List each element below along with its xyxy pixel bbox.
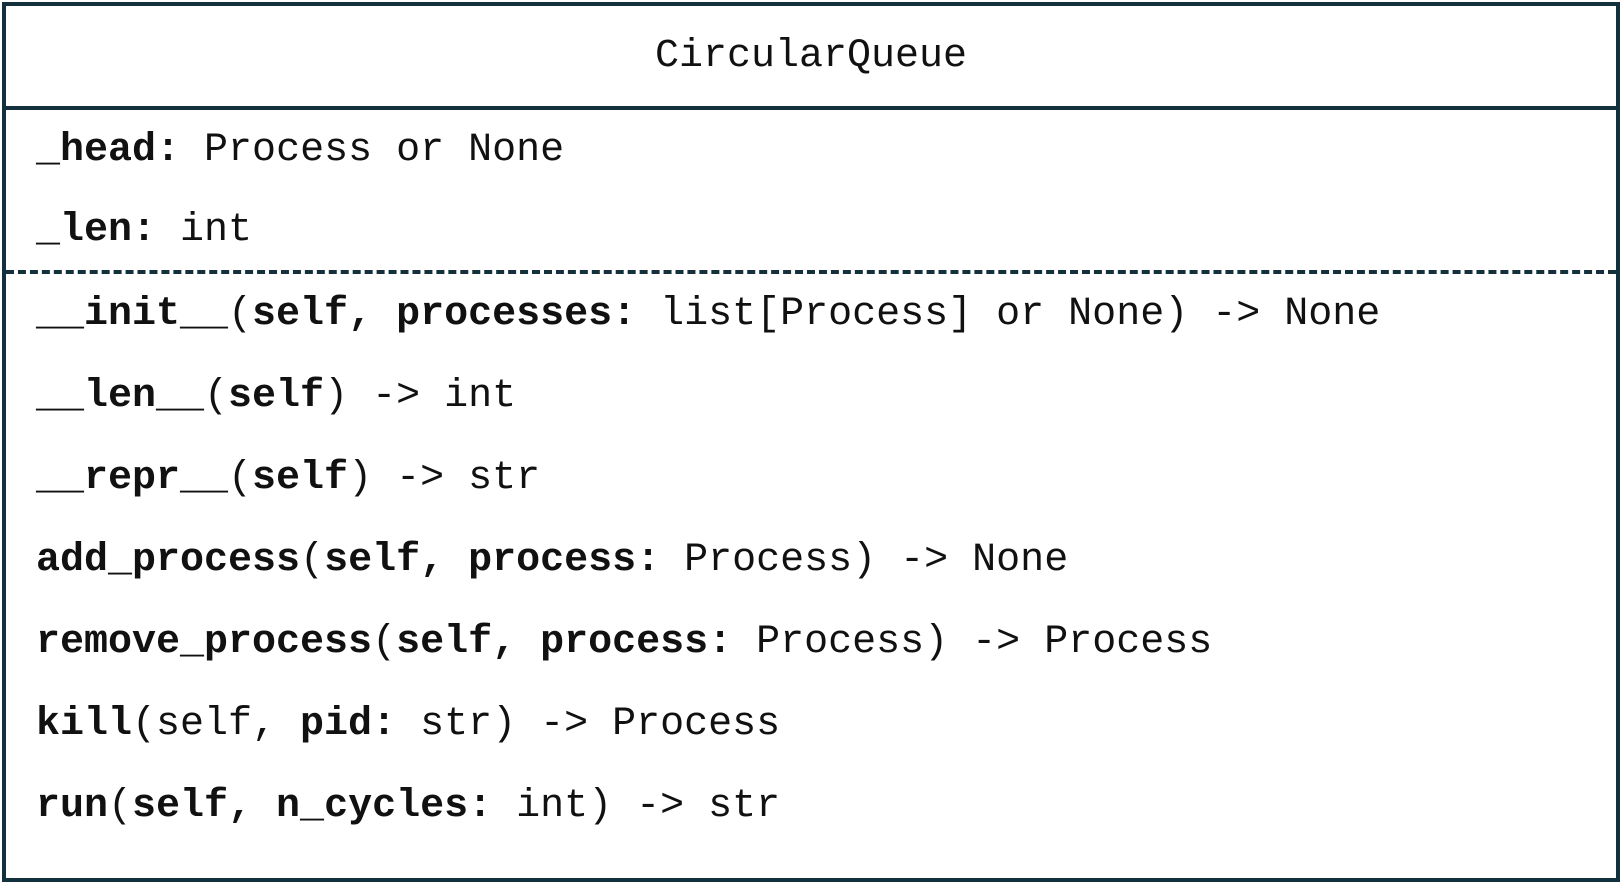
method-part: ( (204, 374, 229, 419)
method-param: self, process: (396, 620, 733, 665)
method-part: (self, (132, 702, 301, 747)
method-signature: int) -> str (492, 784, 781, 829)
method-repr: __repr__(self) -> str (6, 454, 1616, 536)
method-name: kill (36, 702, 133, 747)
method-signature: ) -> str (348, 456, 541, 501)
method-param: self (228, 374, 325, 419)
method-kill: kill(self, pid: str) -> Process (6, 700, 1616, 782)
attributes-section: _head: Process or None _len: int (6, 110, 1616, 274)
methods-section: __init__(self, processes: list[Process] … (6, 274, 1616, 864)
attribute-name: _len (36, 208, 133, 253)
method-param: self, process: (324, 538, 661, 583)
method-len: __len__(self) -> int (6, 372, 1616, 454)
method-signature: list[Process] or None) -> None (636, 292, 1381, 337)
method-init: __init__(self, processes: list[Process] … (6, 290, 1616, 372)
method-part: ( (372, 620, 397, 665)
method-part: ( (108, 784, 133, 829)
method-name: add_process (36, 538, 301, 583)
method-name: remove_process (36, 620, 373, 665)
method-part: ( (228, 456, 253, 501)
attribute-type: int (156, 208, 253, 253)
method-part: ( (300, 538, 325, 583)
method-param: self, processes: (252, 292, 637, 337)
attribute-type: Process or None (180, 128, 565, 173)
class-name: CircularQueue (6, 6, 1616, 110)
attribute-colon: : (156, 128, 181, 173)
attribute-colon: : (132, 208, 157, 253)
method-param: pid: (300, 702, 397, 747)
method-signature: Process) -> None (660, 538, 1069, 583)
method-name: __repr__ (36, 456, 229, 501)
method-remove-process: remove_process(self, process: Process) -… (6, 618, 1616, 700)
method-run: run(self, n_cycles: int) -> str (6, 782, 1616, 864)
attribute-name: _head (36, 128, 157, 173)
method-name: __len__ (36, 374, 205, 419)
method-signature: ) -> int (324, 374, 517, 419)
method-signature: Process) -> Process (732, 620, 1213, 665)
attribute-len: _len: int (6, 206, 1616, 286)
method-param: self (252, 456, 349, 501)
attribute-head: _head: Process or None (6, 126, 1616, 206)
method-add-process: add_process(self, process: Process) -> N… (6, 536, 1616, 618)
method-param: self, n_cycles: (132, 784, 493, 829)
method-part: ( (228, 292, 253, 337)
method-name: __init__ (36, 292, 229, 337)
method-signature: str) -> Process (396, 702, 781, 747)
method-name: run (36, 784, 109, 829)
